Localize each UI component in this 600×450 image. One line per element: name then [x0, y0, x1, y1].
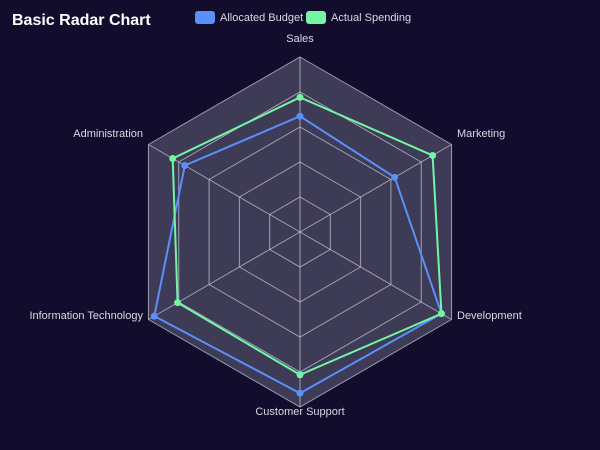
axis-label: Information Technology — [29, 310, 143, 322]
data-point — [174, 299, 182, 307]
data-point — [150, 312, 158, 320]
axis-label: Development — [457, 310, 522, 322]
grid-spoke-5 — [148, 231, 301, 320]
legend-label: Allocated Budget — [220, 12, 303, 24]
data-point — [296, 389, 304, 397]
legend: Allocated Budget Actual Spending — [195, 11, 411, 24]
data-point — [169, 155, 177, 162]
chart-title: Basic Radar Chart — [12, 12, 151, 29]
legend-swatch — [306, 11, 326, 24]
series-2 — [169, 93, 445, 379]
data-point — [296, 112, 304, 120]
data-point — [429, 151, 437, 159]
axis-label: Administration — [73, 128, 143, 140]
legend-item: Actual Spending — [306, 11, 411, 24]
data-point — [437, 310, 445, 318]
legend-label: Actual Spending — [331, 12, 411, 24]
data-point — [391, 173, 399, 181]
grid-spoke-2 — [299, 144, 452, 233]
axis-label: Sales — [286, 33, 314, 45]
data-point — [296, 371, 304, 379]
data-point — [296, 93, 304, 101]
radar-grid — [147, 56, 453, 408]
series-layer — [150, 93, 445, 397]
data-point — [181, 162, 189, 169]
legend-swatch — [195, 11, 215, 24]
legend-item: Allocated Budget — [195, 11, 303, 24]
grid-spoke-3 — [299, 231, 452, 320]
axis-label: Customer Support — [255, 406, 344, 418]
axis-label: Marketing — [457, 128, 505, 140]
